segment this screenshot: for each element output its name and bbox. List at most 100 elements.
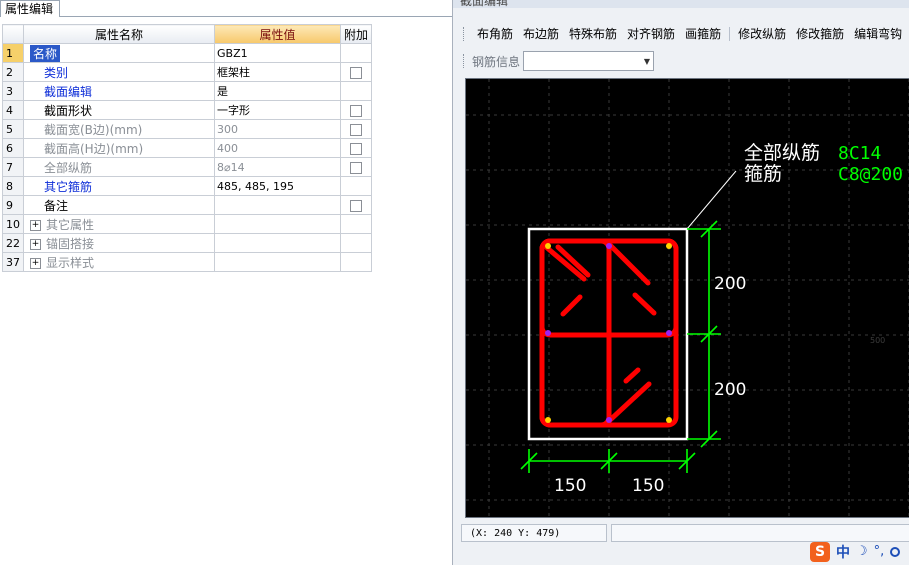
property-name: 截面宽(B边)(mm) [44, 122, 143, 137]
main-rebar-label: 全部纵筋 [744, 142, 820, 164]
property-name-cell[interactable]: +锚固搭接 [23, 233, 215, 253]
property-row[interactable]: 1 名称 GBZ1 [2, 43, 372, 63]
section-editor-window: 截面编辑 布角筋 布边筋 特殊布筋 对齐钢筋 画箍筋 修改纵筋 修改箍筋 编辑弯… [452, 0, 909, 565]
corner-rebar[interactable] [545, 417, 551, 423]
property-row[interactable]: 7 全部纵筋 8⌀14 [2, 157, 372, 177]
property-value[interactable] [214, 214, 341, 234]
property-value[interactable]: 400 [214, 138, 341, 158]
row-number: 10 [2, 214, 24, 234]
moon-icon[interactable]: ☽ [856, 544, 868, 559]
property-name-cell[interactable]: 类别 [23, 62, 215, 82]
place-edge-rebar-button[interactable]: 布边筋 [523, 27, 560, 41]
extra-checkbox[interactable] [350, 142, 362, 155]
property-name-cell[interactable]: +显示样式 [23, 252, 215, 272]
header-property-name[interactable]: 属性名称 [23, 24, 215, 44]
edit-main-rebar-button[interactable]: 修改纵筋 [738, 27, 787, 41]
place-corner-rebar-button[interactable]: 布角筋 [477, 27, 514, 41]
property-value[interactable] [214, 195, 341, 215]
vertical-dimension [687, 220, 721, 448]
property-name-cell[interactable]: 截面形状 [23, 100, 215, 120]
row-number: 1 [2, 43, 24, 63]
expand-plus-icon[interactable]: + [30, 219, 41, 231]
property-name-cell[interactable]: 备注 [23, 195, 215, 215]
expand-plus-icon[interactable]: + [30, 238, 41, 250]
stirrup-label: 箍筋 [744, 163, 782, 185]
edge-rebar[interactable] [666, 330, 672, 336]
edge-rebar[interactable] [606, 243, 612, 249]
extra-checkbox[interactable] [350, 161, 362, 174]
skin-icon[interactable] [890, 546, 901, 557]
horizontal-dimension [520, 449, 696, 473]
label-leader-line [686, 170, 737, 230]
property-name-cell[interactable]: 名称 [23, 43, 215, 63]
property-name: 名称 [30, 44, 61, 62]
sogou-logo-icon[interactable]: S [810, 541, 830, 562]
property-value[interactable]: 300 [214, 119, 341, 139]
edit-stirrup-button[interactable]: 修改箍筋 [796, 27, 845, 41]
property-name-cell[interactable]: 截面宽(B边)(mm) [23, 119, 215, 139]
special-rebar-button[interactable]: 特殊布筋 [569, 27, 618, 41]
align-rebar-button[interactable]: 对齐钢筋 [627, 27, 676, 41]
property-value[interactable]: 框架柱 [214, 62, 341, 82]
section-drawing-canvas[interactable]: 全部纵筋 箍筋 8C14 C8@200 200 200 150 150 500 [465, 78, 909, 518]
corner-rebar[interactable] [666, 417, 672, 423]
row-number: 7 [2, 157, 24, 177]
window-title: 截面编辑 [453, 0, 909, 8]
property-name-cell[interactable]: 其它箍筋 [23, 176, 215, 196]
property-name-cell[interactable]: +其它属性 [23, 214, 215, 234]
coordinate-status: (X: 240 Y: 479) [461, 524, 607, 542]
property-value[interactable]: 一字形 [214, 100, 341, 120]
hook [560, 294, 583, 317]
punctuation-toggle[interactable]: °, [873, 544, 885, 559]
property-value[interactable]: GBZ1 [214, 43, 341, 63]
extra-checkbox[interactable] [350, 104, 362, 117]
edit-hook-button[interactable]: 编辑弯钩 [854, 27, 903, 41]
property-value[interactable] [214, 233, 341, 253]
corner-rebar[interactable] [545, 243, 551, 249]
property-row[interactable]: 10+其它属性 [2, 214, 372, 234]
header-property-value[interactable]: 属性值 [214, 24, 341, 44]
row-number: 3 [2, 81, 24, 101]
chevron-down-icon[interactable]: ▼ [643, 57, 651, 66]
header-extra[interactable]: 附加 [340, 24, 372, 44]
tab-property-editor[interactable]: 属性编辑 [0, 0, 60, 17]
draw-stirrup-button[interactable]: 画箍筋 [685, 27, 722, 41]
property-name-cell[interactable]: 截面高(H边)(mm) [23, 138, 215, 158]
faint-grid-label: 500 [870, 336, 885, 345]
rebar-points [545, 243, 672, 423]
row-number: 4 [2, 100, 24, 120]
hook [606, 381, 652, 424]
property-name: 全部纵筋 [44, 160, 93, 175]
property-name-cell[interactable]: 截面编辑 [23, 81, 215, 101]
property-row[interactable]: 37+显示样式 [2, 252, 372, 272]
property-value[interactable]: 8⌀14 [214, 157, 341, 177]
property-name-cell[interactable]: 全部纵筋 [23, 157, 215, 177]
rebar-info-select[interactable]: ▼ [523, 51, 655, 71]
extra-cell [340, 100, 372, 120]
property-value[interactable]: 是 [214, 81, 341, 101]
expand-plus-icon[interactable]: + [30, 257, 41, 269]
extra-checkbox[interactable] [350, 199, 362, 212]
extra-checkbox[interactable] [350, 66, 362, 79]
property-value[interactable]: 485, 485, 195 [214, 176, 341, 196]
edge-rebar[interactable] [606, 417, 612, 423]
toolbar-grip[interactable] [463, 54, 466, 68]
extra-checkbox[interactable] [350, 123, 362, 136]
corner-rebar[interactable] [666, 243, 672, 249]
toolbar-grip[interactable] [463, 27, 466, 41]
extra-cell [340, 62, 372, 82]
edge-rebar[interactable] [545, 330, 551, 336]
property-name: 其它箍筋 [44, 179, 93, 194]
property-row[interactable]: 22+锚固搭接 [2, 233, 372, 253]
ime-language-toggle[interactable]: 中 [836, 544, 850, 561]
property-value[interactable] [214, 252, 341, 272]
extra-cell [340, 195, 372, 215]
